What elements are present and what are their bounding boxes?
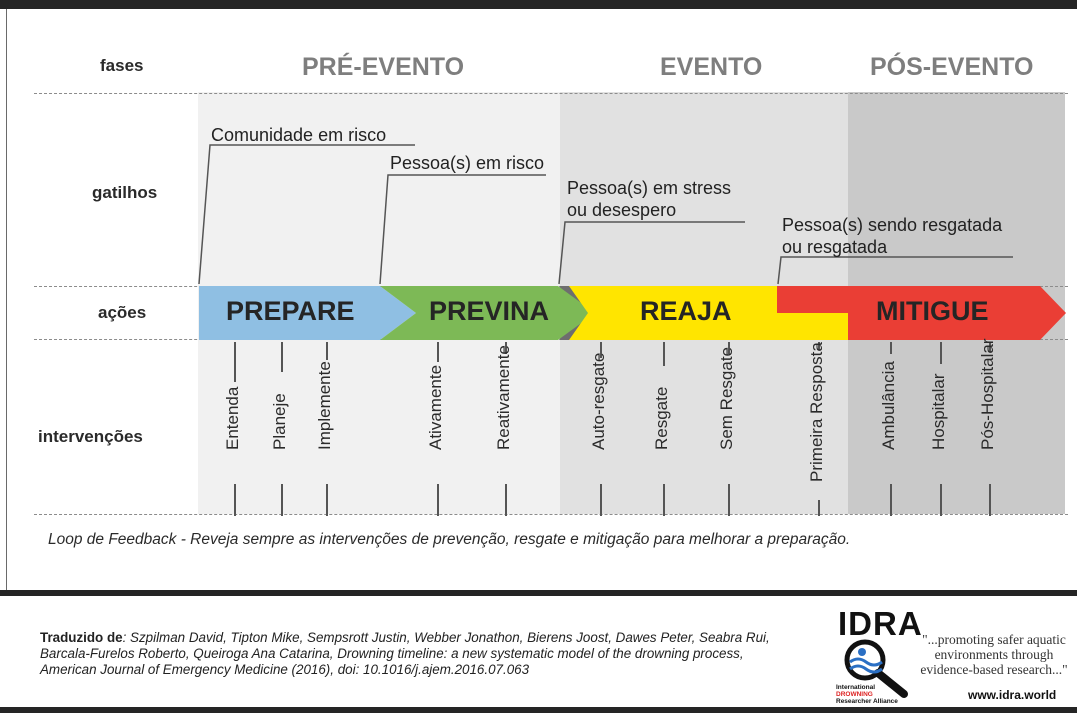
phase-pre-evento: PRÉ-EVENTO [302, 53, 465, 81]
separator-fases [34, 93, 1068, 94]
row-label-gatilhos: gatilhos [92, 183, 158, 202]
action-reaja: REAJA [640, 296, 732, 326]
idra-logo-text: IDRA [838, 605, 923, 642]
arrow-reaja [569, 286, 848, 340]
arrow-mitigue [777, 286, 1066, 340]
trigger-comunidade-em-risco: Comunidade em risco [211, 125, 387, 145]
bottom-bar [0, 707, 1077, 713]
translation-credit: Traduzido de: Szpilman David, Tipton Mik… [40, 630, 780, 678]
trigger-line-resgatada [777, 256, 1013, 285]
row-label-fases: fases [100, 56, 144, 75]
action-prepare: PREPARE [226, 296, 355, 326]
trigger-pessoas-em-risco: Pessoa(s) em risco [390, 153, 545, 173]
credit-citation: : Szpilman David, Tipton Mike, Sempsrott… [40, 630, 770, 677]
trigger-line-comunidade [198, 144, 415, 285]
phase-pos-evento: PÓS-EVENTO [870, 53, 1034, 81]
row-label-acoes: ações [98, 303, 147, 322]
left-border [6, 9, 7, 590]
row-label-intervencoes: intervenções [38, 427, 143, 446]
top-bar [0, 0, 1077, 9]
trigger-pessoas-resgatada: Pessoa(s) sendo resgatada ou resgatada [782, 215, 1003, 257]
separator-intervencoes [34, 514, 1068, 515]
idra-tagline: "...promoting safer aquatic environments… [920, 632, 1068, 677]
trigger-line-pessoas-risco [379, 174, 546, 285]
arrow-previna [380, 286, 595, 340]
arrow-prepare [199, 286, 416, 340]
trigger-pessoas-em-stress: Pessoa(s) em stress ou desespero [567, 178, 732, 220]
action-mitigue: MITIGUE [876, 296, 989, 326]
phase-evento: EVENTO [660, 53, 763, 81]
trigger-line-stress [558, 221, 745, 285]
idra-magnifier-logo [844, 639, 908, 698]
idra-website[interactable]: www.idra.world [968, 688, 1057, 702]
footer-divider [0, 590, 1077, 596]
idra-org-name: International DROWNING Researcher Allian… [836, 684, 898, 705]
action-previna: PREVINA [429, 296, 550, 326]
credit-label: Traduzido de [40, 630, 123, 645]
feedback-loop-note: Loop de Feedback - Reveja sempre as inte… [48, 531, 851, 548]
